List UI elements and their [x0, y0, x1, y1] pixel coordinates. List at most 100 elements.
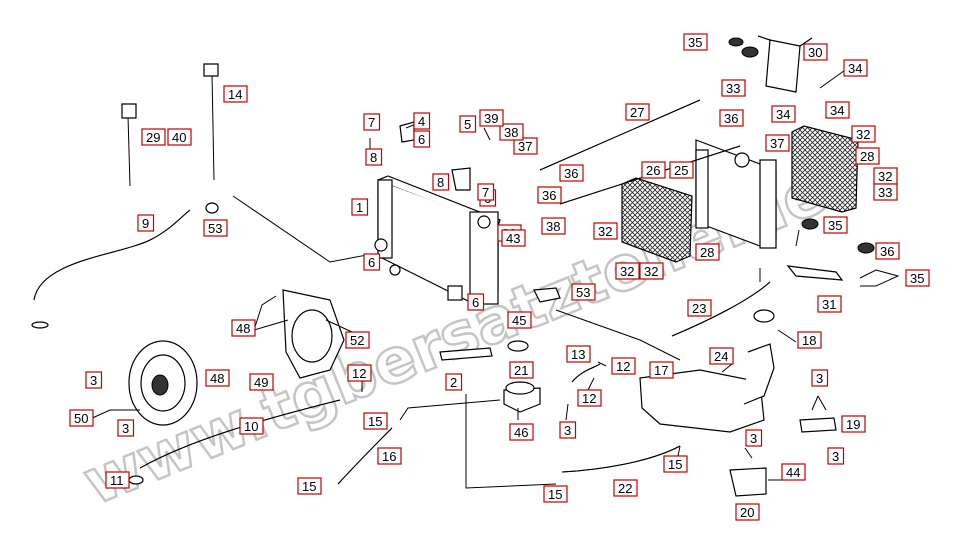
part-label-text: 32 [620, 264, 634, 279]
part-label: 30 [803, 43, 828, 61]
part-label-text: 23 [692, 301, 706, 316]
part-label: 32 [639, 262, 664, 280]
part-label-text: 33 [726, 81, 740, 96]
part-label-text: 5 [464, 117, 471, 132]
part-label: 27 [625, 103, 650, 121]
part-label: 32 [873, 167, 898, 185]
part-label: 10 [239, 417, 264, 435]
part-label-text: 28 [860, 149, 874, 164]
part-label-text: 28 [700, 245, 714, 260]
part-label: 53 [203, 219, 228, 237]
part-label: 45 [507, 311, 532, 329]
bracket-top [728, 35, 813, 93]
part-label-text: 11 [110, 473, 124, 488]
part-label-text: 32 [878, 169, 892, 184]
part-label-text: 12 [616, 359, 630, 374]
part-label: 1 [351, 198, 369, 216]
part-label-text: 2 [450, 375, 457, 390]
part-label: 4 [413, 112, 431, 130]
part-label: 33 [721, 79, 746, 97]
part-label-text: 38 [504, 125, 518, 140]
part-label-text: 1 [356, 200, 363, 215]
part-label-text: 50 [74, 411, 88, 426]
part-label: 20 [735, 503, 760, 521]
part-label-text: 21 [514, 363, 528, 378]
part-label: 38 [499, 123, 524, 141]
part-label-text: 10 [244, 419, 258, 434]
part-label-text: 4 [418, 114, 425, 129]
part-label: 23 [687, 299, 712, 317]
part-label-text: 38 [546, 219, 560, 234]
part-label-text: 12 [582, 391, 596, 406]
part-label-text: 32 [644, 264, 658, 279]
radiator [374, 175, 501, 305]
part-label: 36 [537, 186, 562, 204]
part-label-text: 12 [352, 366, 366, 381]
part-label-text: 15 [668, 457, 682, 472]
part-label: 35 [905, 269, 930, 287]
part-label: 52 [345, 331, 370, 349]
part-label: 3 [85, 371, 103, 389]
part-label: 3 [559, 421, 577, 439]
part-label-text: 36 [542, 188, 556, 203]
part-label: 3 [827, 447, 845, 465]
part-label-text: 24 [714, 349, 728, 364]
part-label: 3 [117, 419, 135, 437]
part-label-text: 15 [302, 479, 316, 494]
part-label: 38 [541, 217, 566, 235]
part-label: 6 [467, 293, 485, 311]
part-label-text: 26 [646, 163, 660, 178]
part-label-text: 3 [90, 373, 97, 388]
part-label: 15 [363, 412, 388, 430]
part-label-text: 34 [848, 61, 862, 76]
part-label: 32 [615, 262, 640, 280]
part-label: 31 [817, 295, 842, 313]
parts-layer [31, 35, 875, 497]
part-label: 25 [669, 161, 694, 179]
part-label: 16 [377, 447, 402, 465]
part-label-text: 8 [437, 175, 444, 190]
part-label: 6 [363, 253, 381, 271]
hose-23 [671, 281, 771, 337]
part-label-text: 9 [142, 216, 149, 231]
grille-left [621, 177, 693, 263]
part-label-text: 6 [418, 132, 425, 147]
part-label-text: 32 [598, 224, 612, 239]
part-label: 12 [611, 357, 636, 375]
bracket-31 [786, 265, 844, 281]
part-label: 32 [593, 222, 618, 240]
part-label-text: 53 [576, 285, 590, 300]
part-label: 36 [559, 164, 584, 182]
part-label: 34 [843, 59, 868, 77]
part-label-text: 31 [822, 297, 836, 312]
part-label-text: 6 [472, 295, 479, 310]
part-label: 33 [873, 183, 898, 201]
part-label: 35 [683, 33, 708, 51]
part-label: 36 [875, 242, 900, 260]
part-label: 12 [577, 389, 602, 407]
part-label-text: 45 [512, 313, 526, 328]
grille-right [791, 125, 859, 213]
part-label-text: 34 [830, 103, 844, 118]
part-label-text: 18 [802, 333, 816, 348]
part-label-text: 40 [172, 130, 186, 145]
part-label: 15 [543, 485, 568, 503]
oil-cooler [695, 139, 777, 249]
part-label-text: 8 [370, 150, 377, 165]
part-label-text: 3 [750, 431, 757, 446]
part-label: 6 [413, 130, 431, 148]
hose-9 [33, 209, 191, 301]
part-label: 28 [855, 147, 880, 165]
part-label: 7 [363, 113, 381, 131]
part-label: 28 [695, 243, 720, 261]
part-label: 8 [365, 148, 383, 166]
part-label: 7 [477, 183, 495, 201]
part-label-text: 14 [228, 87, 242, 102]
part-label-text: 48 [210, 371, 224, 386]
part-label: 21 [509, 361, 534, 379]
part-label-text: 29 [146, 130, 160, 145]
coolant-reservoir [639, 309, 775, 433]
part-label: 17 [649, 361, 674, 379]
part-label: 22 [613, 479, 638, 497]
part-label: 3 [811, 369, 829, 387]
